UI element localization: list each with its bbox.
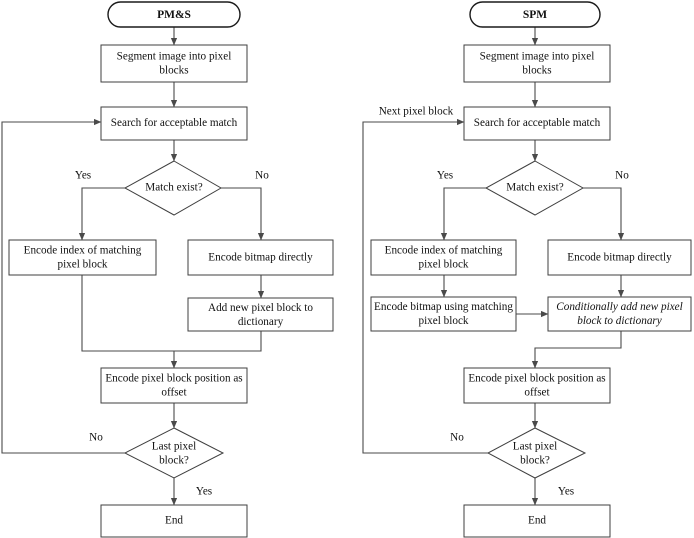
pms-last-label-line2: block?	[159, 455, 189, 467]
pms-encidx-node[interactable]	[8, 239, 157, 276]
spm-segment-label-line2: blocks	[522, 65, 551, 77]
pms-start-node[interactable]	[107, 1, 241, 28]
spm-last-yes-label: Yes	[558, 486, 574, 498]
pms-adddict-node[interactable]	[187, 297, 334, 332]
spm-segment-node[interactable]	[463, 44, 611, 83]
spm-encidx-node[interactable]	[370, 239, 517, 276]
pms-last-no-label: No	[89, 432, 103, 444]
pms-start-label: PM&S	[157, 9, 191, 21]
pms-edge-adddict-merge	[174, 331, 262, 352]
spm-end-node[interactable]	[463, 504, 611, 538]
pms-segment-node[interactable]	[100, 44, 248, 83]
pms-encpos-label-line2: offset	[161, 387, 187, 399]
chart-spm: SPM Segment image into pixel blocks Sear…	[362, 1, 692, 538]
spm-match-node[interactable]	[484, 160, 585, 216]
spm-edges	[362, 27, 625, 506]
spm-last-label-line1: Last pixel	[513, 441, 557, 453]
spm-search-label: Search for acceptable match	[474, 117, 601, 129]
pms-edge-match-no	[221, 187, 265, 241]
pms-encpos-node[interactable]	[100, 367, 248, 404]
spm-last-no-label: No	[450, 432, 464, 444]
spm-last-node[interactable]	[486, 427, 587, 479]
pms-edge-match-yes	[78, 187, 125, 241]
chart-pms: PM&S Segment image into pixel blocks Sea…	[1, 1, 334, 538]
spm-match-no-label: No	[615, 170, 629, 182]
spm-match-yes-label: Yes	[437, 170, 453, 182]
spm-start-label: SPM	[523, 9, 547, 21]
spm-edge-last-no-loop	[362, 118, 488, 454]
spm-encpos-label-line2: offset	[524, 387, 550, 399]
pms-search-node[interactable]	[100, 106, 248, 141]
pms-encidx-label-line2: pixel block	[57, 259, 107, 271]
spm-edge-match-no	[583, 187, 625, 241]
pms-encidx-label-line1: Encode index of matching	[24, 245, 142, 257]
pms-adddict-label-line2: dictionary	[238, 316, 284, 328]
spm-search-node[interactable]	[463, 106, 611, 141]
pms-search-label: Search for acceptable match	[111, 117, 238, 129]
spm-encbmp-node[interactable]	[547, 239, 692, 276]
pms-segment-label-line2: blocks	[159, 65, 188, 77]
pms-edges	[1, 27, 265, 506]
pms-last-yes-label: Yes	[196, 486, 212, 498]
spm-encusing-label-line2: pixel block	[418, 315, 468, 327]
spm-conddict-label-line2: block to dictionary	[577, 315, 662, 327]
pms-edge-encidx-merge	[81, 275, 178, 369]
spm-edge-conddict-merge	[531, 331, 622, 369]
spm-encbmp-label: Encode bitmap directly	[567, 252, 672, 264]
pms-match-no-label: No	[255, 170, 269, 182]
pms-end-node[interactable]	[100, 504, 248, 538]
spm-edge-match-yes	[440, 187, 486, 241]
spm-last-label-line2: block?	[520, 455, 550, 467]
pms-last-node[interactable]	[123, 427, 225, 479]
spm-end-label: End	[528, 515, 546, 527]
pms-encbmp-label: Encode bitmap directly	[208, 252, 313, 264]
pms-encbmp-node[interactable]	[187, 239, 334, 276]
pms-edge-last-no-loop	[1, 118, 125, 454]
spm-encpos-label-line1: Encode pixel block position as	[468, 373, 605, 385]
pms-last-label-line1: Last pixel	[152, 441, 196, 453]
pms-end-label: End	[165, 515, 183, 527]
spm-encpos-node[interactable]	[463, 367, 611, 404]
spm-encidx-label-line1: Encode index of matching	[385, 245, 503, 257]
spm-start-node[interactable]	[469, 1, 601, 28]
spm-conddict-node[interactable]	[547, 296, 692, 332]
spm-encusing-node[interactable]	[370, 296, 517, 332]
spm-segment-label-line1: Segment image into pixel	[480, 51, 595, 63]
spm-conddict-label-line1: Conditionally add new pixel	[556, 301, 682, 313]
pms-adddict-label-line1: Add new pixel block to	[208, 302, 313, 314]
spm-match-label: Match exist?	[506, 182, 564, 194]
pms-segment-label-line1: Segment image into pixel	[117, 51, 232, 63]
pms-encpos-label-line1: Encode pixel block position as	[105, 373, 242, 385]
spm-next-pixel-block-label: Next pixel block	[379, 106, 454, 118]
pms-match-yes-label: Yes	[75, 170, 91, 182]
pms-match-label: Match exist?	[145, 182, 203, 194]
spm-encidx-label-line2: pixel block	[418, 259, 468, 271]
spm-encusing-label-line1: Encode bitmap using matching	[374, 301, 513, 313]
pms-match-node[interactable]	[123, 160, 223, 216]
